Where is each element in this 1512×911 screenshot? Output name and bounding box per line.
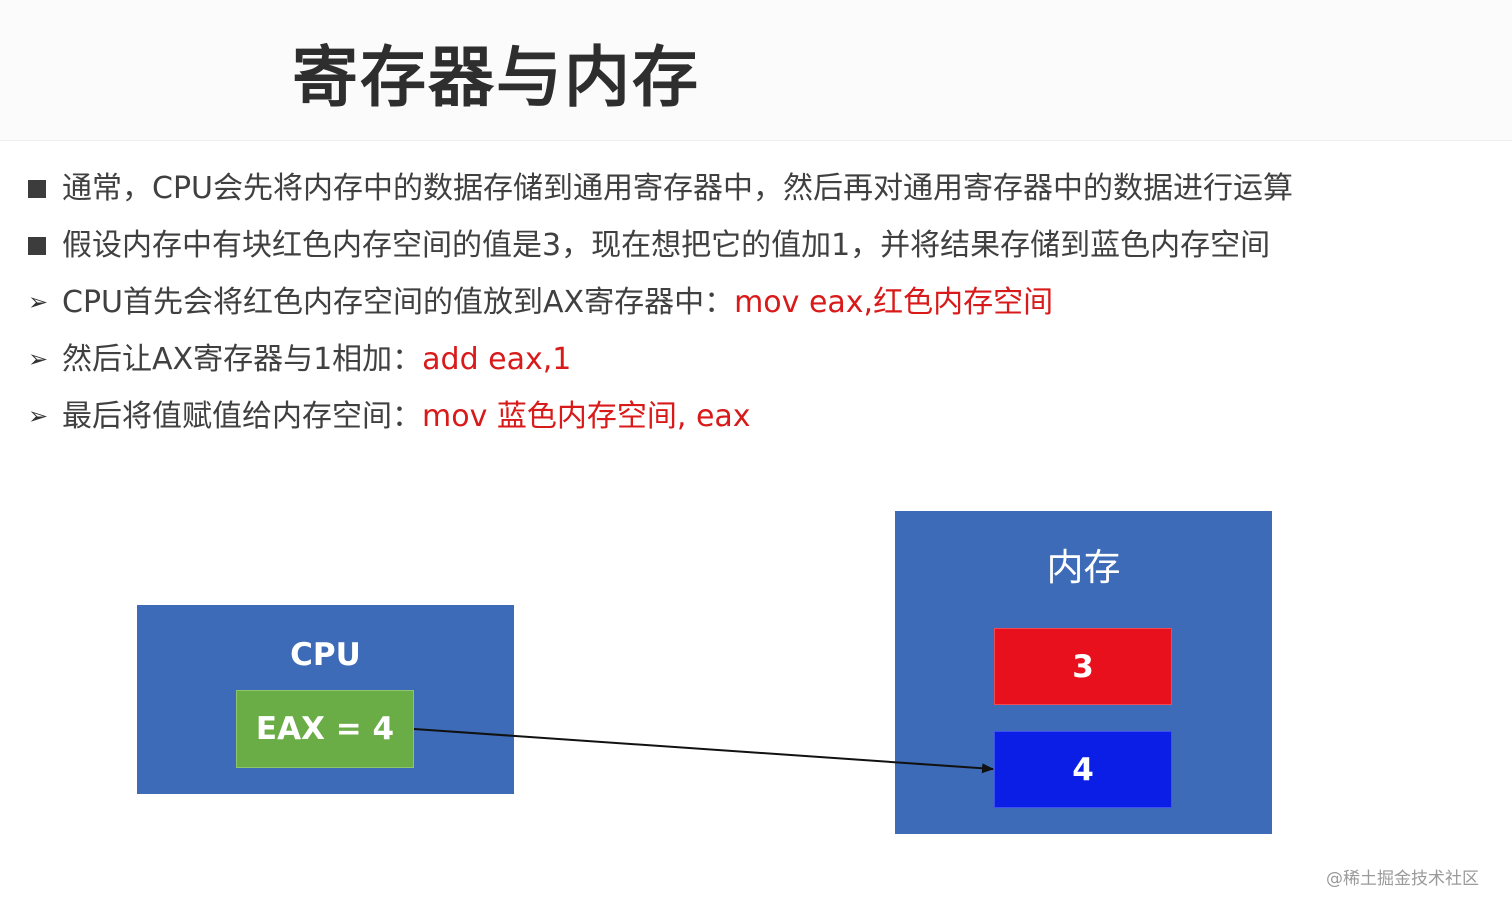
- square-bullet-icon: [28, 160, 62, 217]
- bullet-item-3: CPU首先会将红色内存空间的值放到AX寄存器中： mov eax,红色内存空间: [28, 274, 1498, 331]
- bullet-text: CPU首先会将红色内存空间的值放到AX寄存器中：: [62, 285, 735, 320]
- bullet-text: 最后将值赋值给内存空间：: [62, 399, 422, 434]
- slide-title: 寄存器与内存: [292, 39, 700, 116]
- bullet-text: 通常，CPU会先将内存中的数据存储到通用寄存器中，然后再对通用寄存器中的数据进行…: [62, 171, 1293, 206]
- memory-box: 内存 3 4: [895, 511, 1272, 834]
- bullet-item-5: 最后将值赋值给内存空间： mov 蓝色内存空间, eax: [28, 388, 1498, 445]
- arrow-bullet-icon: [28, 331, 62, 388]
- arrow-bullet-icon: [28, 274, 62, 331]
- cpu-label: CPU: [290, 637, 361, 673]
- memory-label: 内存: [1046, 546, 1121, 589]
- bullet-item-1: 通常，CPU会先将内存中的数据存储到通用寄存器中，然后再对通用寄存器中的数据进行…: [28, 160, 1498, 217]
- bullet-code: mov eax,红色内存空间: [734, 285, 1054, 320]
- watermark: @稀土掘金技术社区: [1326, 869, 1479, 889]
- blue-memory-cell: 4: [994, 731, 1172, 808]
- bullet-text: 然后让AX寄存器与1相加：: [62, 342, 423, 377]
- bullet-code: mov 蓝色内存空间, eax: [422, 399, 751, 434]
- bullet-item-2: 假设内存中有块红色内存空间的值是3，现在想把它的值加1，并将结果存储到蓝色内存空…: [28, 217, 1498, 274]
- arrow-bullet-icon: [28, 388, 62, 445]
- eax-register-box: EAX = 4: [236, 690, 414, 768]
- cpu-box: CPU EAX = 4: [137, 605, 514, 794]
- bullet-code: add eax,1: [422, 342, 572, 377]
- bullet-item-4: 然后让AX寄存器与1相加： add eax,1: [28, 331, 1498, 388]
- title-band: 寄存器与内存: [0, 0, 1512, 141]
- red-memory-cell: 3: [994, 628, 1172, 705]
- square-bullet-icon: [28, 217, 62, 274]
- bullet-list: 通常，CPU会先将内存中的数据存储到通用寄存器中，然后再对通用寄存器中的数据进行…: [28, 160, 1498, 445]
- bullet-text: 假设内存中有块红色内存空间的值是3，现在想把它的值加1，并将结果存储到蓝色内存空…: [62, 228, 1271, 263]
